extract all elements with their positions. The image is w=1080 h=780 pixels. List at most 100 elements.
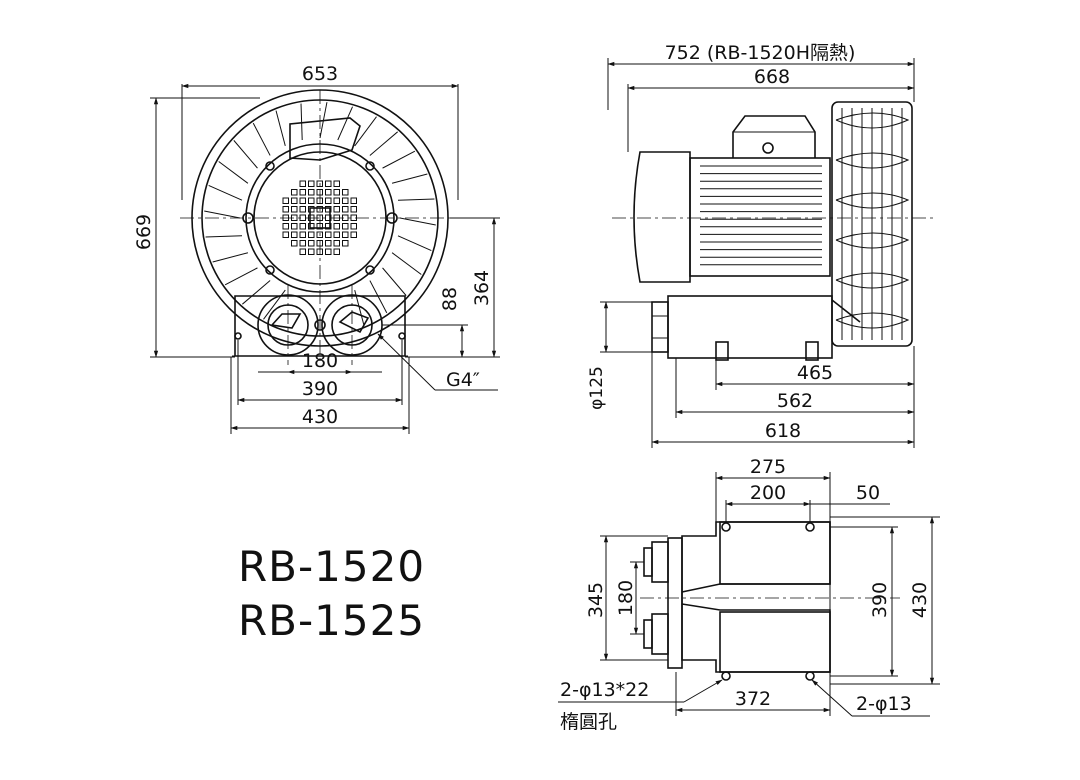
vent-slot bbox=[333, 189, 340, 196]
vent-slot bbox=[308, 240, 315, 247]
fin-line bbox=[205, 235, 243, 238]
vent-slot bbox=[325, 223, 332, 230]
fin-line bbox=[204, 210, 241, 219]
vent-slot bbox=[325, 206, 332, 213]
fin-line bbox=[382, 267, 407, 296]
dim-275: 275 bbox=[750, 456, 786, 478]
vent-slot bbox=[291, 206, 298, 213]
slot-hole-note: 楕圓孔 bbox=[560, 711, 617, 733]
vent-slot bbox=[316, 180, 323, 187]
vent-slot bbox=[333, 231, 340, 238]
vent-grid bbox=[282, 180, 357, 255]
vent-slot bbox=[350, 214, 357, 221]
vent-slot bbox=[350, 223, 357, 230]
vent-slot bbox=[299, 180, 306, 187]
vent-slot bbox=[291, 240, 298, 247]
side-view: 752 (RB-1520H隔熱) 668 φ125 465 562 618 bbox=[587, 42, 935, 448]
vent-slot bbox=[316, 197, 323, 204]
dim-width: 653 bbox=[302, 63, 338, 85]
fin-line bbox=[224, 267, 258, 286]
vent-slot bbox=[282, 206, 289, 213]
vent-slot bbox=[291, 231, 298, 238]
vent-slot bbox=[333, 248, 340, 255]
vent-slot bbox=[342, 206, 349, 213]
vent-slot bbox=[299, 214, 306, 221]
vent-slot bbox=[316, 240, 323, 247]
vent-slot bbox=[316, 189, 323, 196]
vent-slot bbox=[299, 197, 306, 204]
vent-slot bbox=[299, 248, 306, 255]
vent-slot bbox=[342, 223, 349, 230]
dim-height: 669 bbox=[133, 214, 155, 250]
vent-slot bbox=[308, 214, 315, 221]
side-fin-arc bbox=[835, 192, 910, 209]
vent-slot bbox=[291, 223, 298, 230]
vent-slot bbox=[342, 231, 349, 238]
vent-slot bbox=[350, 231, 357, 238]
dim-outlet-spacing: 180 bbox=[302, 350, 338, 372]
front-view: 653 669 364 88 180 390 430 G4″ bbox=[133, 63, 500, 434]
dim-total: 668 bbox=[754, 66, 790, 88]
vent-slot bbox=[342, 240, 349, 247]
vent-slot bbox=[308, 223, 315, 230]
vent-slot bbox=[299, 240, 306, 247]
fin-line bbox=[337, 106, 354, 141]
base-view: 275 200 50 345 180 390 430 372 bbox=[558, 456, 940, 733]
dim-562: 562 bbox=[777, 390, 813, 412]
thread-label: G4″ bbox=[446, 369, 480, 391]
vent-slot bbox=[316, 206, 323, 213]
fin-line bbox=[300, 103, 303, 141]
round-hole-label: 2-φ13 bbox=[856, 693, 912, 715]
vent-slot bbox=[299, 231, 306, 238]
fin-line bbox=[382, 150, 416, 169]
dim-center-height: 364 bbox=[471, 270, 493, 306]
fin-line bbox=[252, 122, 271, 156]
vent-slot bbox=[316, 248, 323, 255]
dim-50: 50 bbox=[856, 482, 880, 504]
vent-slot bbox=[299, 206, 306, 213]
side-fin-arc bbox=[835, 272, 910, 289]
model-label-1: RB-1520 bbox=[238, 542, 425, 591]
vent-slot bbox=[308, 180, 315, 187]
vent-slot bbox=[333, 180, 340, 187]
model-label-2: RB-1525 bbox=[238, 596, 425, 645]
vent-slot bbox=[282, 223, 289, 230]
vent-slot bbox=[282, 214, 289, 221]
vent-slot bbox=[299, 223, 306, 230]
dim-200: 200 bbox=[750, 482, 786, 504]
dim-180-base: 180 bbox=[615, 580, 637, 616]
vent-slot bbox=[325, 231, 332, 238]
dim-430-base: 430 bbox=[909, 582, 931, 618]
vent-slot bbox=[308, 248, 315, 255]
fin-line bbox=[208, 184, 243, 201]
vent-slot bbox=[350, 206, 357, 213]
vent-slot bbox=[325, 197, 332, 204]
vent-slot bbox=[282, 231, 289, 238]
fin-line bbox=[275, 110, 286, 147]
vent-slot bbox=[291, 189, 298, 196]
vent-slot bbox=[342, 197, 349, 204]
vent-slot bbox=[333, 240, 340, 247]
vent-slot bbox=[299, 189, 306, 196]
vent-slot bbox=[333, 197, 340, 204]
fin-line bbox=[369, 131, 398, 156]
vent-slot bbox=[333, 223, 340, 230]
side-fin-arc bbox=[835, 112, 910, 129]
dim-bolt-span: 390 bbox=[302, 378, 338, 400]
vent-slot bbox=[291, 197, 298, 204]
vent-slot bbox=[342, 189, 349, 196]
side-fins bbox=[835, 108, 910, 340]
slot-hole-label: 2-φ13*22 bbox=[560, 679, 649, 701]
fin-line bbox=[212, 252, 249, 263]
vent-slot bbox=[316, 223, 323, 230]
dim-base-width: 430 bbox=[302, 406, 338, 428]
vent-slot bbox=[325, 180, 332, 187]
vent-slot bbox=[308, 189, 315, 196]
dim-618: 618 bbox=[765, 420, 801, 442]
vent-slot bbox=[282, 197, 289, 204]
vent-slot bbox=[325, 240, 332, 247]
vent-slot bbox=[325, 189, 332, 196]
fin-line bbox=[399, 217, 436, 226]
vent-slot bbox=[308, 231, 315, 238]
